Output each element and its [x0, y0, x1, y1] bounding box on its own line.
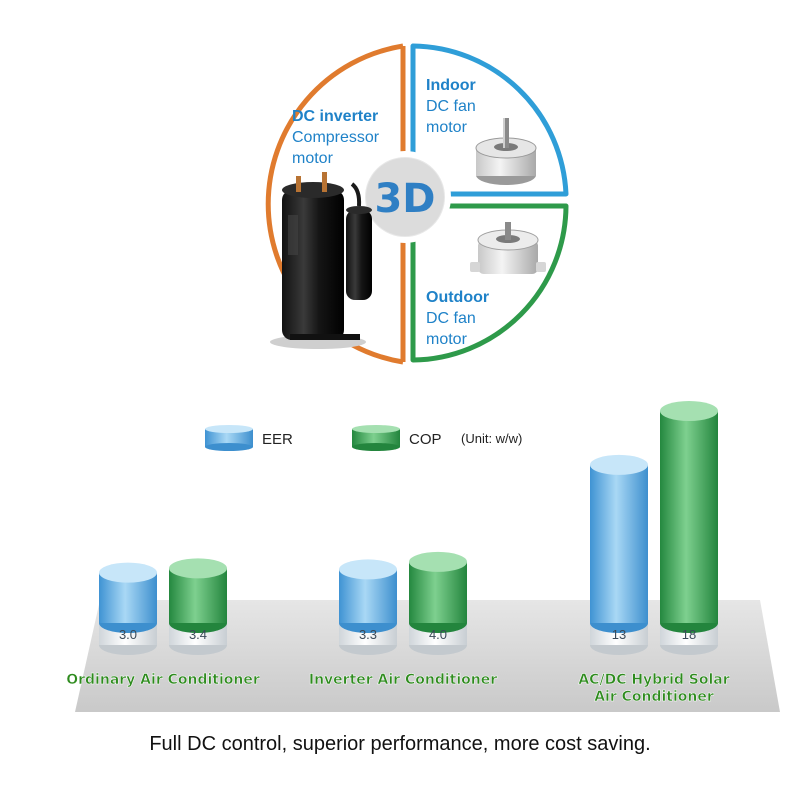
bar-eer-1-value: 3.0 — [119, 627, 137, 642]
outdoor-line-2: motor — [426, 331, 468, 348]
bar-group: 3.0 3.3 13 3.4 4.0 18 — [99, 401, 718, 655]
compressor-line-2: motor — [292, 150, 334, 167]
indoor-fan-motor-icon — [475, 118, 537, 185]
category-labels: Ordinary Air Conditioner Inverter Air Con… — [66, 672, 730, 706]
center-label: 3D — [374, 176, 435, 222]
legend: EER COP (Unit: w/w) — [205, 425, 522, 451]
indoor-quadrant-outline — [410, 43, 569, 197]
legend-cop-swatch — [352, 425, 400, 451]
compressor-line-1: Compressor — [292, 129, 380, 146]
bar-cop-2 — [409, 551, 467, 655]
indoor-title: Indoor — [426, 77, 476, 94]
bar-cop-3 — [660, 401, 718, 655]
component-diagram: 3D DC inverter Compressor motor Indoor D… — [265, 43, 569, 365]
bar-cop-2-value: 4.0 — [429, 627, 447, 642]
category-label-2: Inverter Air Conditioner — [309, 672, 497, 688]
legend-eer-label: EER — [262, 431, 293, 448]
bar-eer-3 — [590, 454, 648, 655]
outdoor-line-1: DC fan — [426, 310, 476, 327]
legend-cop-label: COP — [409, 431, 442, 448]
bar-cop-1-value: 3.4 — [189, 627, 207, 642]
indoor-line-1: DC fan — [426, 98, 476, 115]
bar-eer-2 — [339, 559, 397, 655]
bar-eer-1 — [99, 562, 157, 655]
bar-cop-1 — [169, 558, 227, 655]
bar-eer-2-value: 3.3 — [359, 627, 377, 642]
indoor-line-2: motor — [426, 119, 468, 136]
bar-eer-3-value: 13 — [612, 627, 626, 642]
outdoor-quadrant-outline — [410, 203, 569, 363]
category-label-3-line-1: AC/DC Hybrid Solar — [578, 672, 729, 688]
caption: Full DC control, superior performance, m… — [149, 733, 651, 755]
outdoor-title: Outdoor — [426, 289, 489, 306]
category-label-1: Ordinary Air Conditioner — [66, 672, 260, 688]
category-label-3-line-2: Air Conditioner — [594, 689, 714, 705]
legend-unit: (Unit: w/w) — [461, 431, 522, 446]
legend-eer-swatch — [205, 425, 253, 451]
compressor-icon — [270, 172, 372, 349]
compressor-title: DC inverter — [292, 108, 378, 125]
outdoor-fan-motor-icon — [470, 222, 546, 274]
bar-cop-3-value: 18 — [682, 627, 696, 642]
